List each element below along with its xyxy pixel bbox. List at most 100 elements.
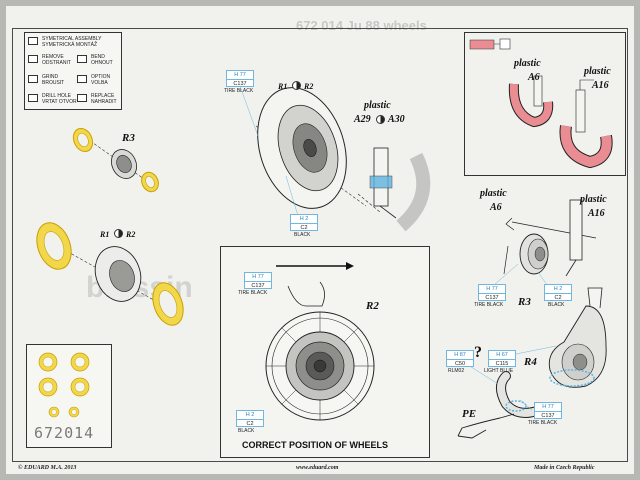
r4-tail-wheel [457,287,607,439]
color-name: TIRE BLACK [474,302,504,308]
replace-icon [77,94,87,102]
pink-parts-box [464,32,626,176]
legend-text: BEND [91,54,105,60]
remove-icon [28,55,38,63]
correct-position-caption: CORRECT POSITION OF WHEELS [242,440,389,450]
large-wheel-top [255,87,367,209]
color-name: RLM02 [448,368,465,374]
plastic-label: plastic [514,58,541,69]
plastic-label: plastic [480,188,507,199]
grind-icon [28,75,38,83]
option-icon [77,75,87,83]
code-top: H 2 [553,286,563,292]
question-mark: ? [474,344,482,361]
code-top: H 2 [245,412,255,418]
sheet-number: 672014 [34,424,95,442]
symmetrical-icon [376,115,385,124]
legend-text: NAHRADIT [91,99,117,105]
part-label-r1: R1 [100,230,110,239]
code-bottom: C115 [489,359,515,368]
r1-r2-wheel-mid [36,222,184,326]
legend-text: GRIND [42,74,59,80]
part-label-a30: A30 [388,114,405,125]
part-label-r3: R3 [122,132,135,144]
plastic-label: plastic [364,100,391,111]
color-code-h87: H 87 C50 [446,350,474,367]
footer-website: www.eduard.com [296,465,339,471]
plastic-label: plastic [584,66,611,77]
code-top: H 77 [486,286,498,292]
legend-text: REPLACE [91,93,115,99]
code-top: H 77 [542,404,554,410]
color-name: TIRE BLACK [528,420,558,426]
legend-text: VRTAT OTVOR [42,99,77,105]
legend-grind: GRIND BROUSIT [42,74,64,86]
legend-box: SYMETRICAL ASSEMBLY SYMETRICKÁ MONTÁŽ RE… [24,32,122,110]
r3-wheel-left [72,127,159,193]
legend-text: ODSTRANIT [42,60,71,66]
part-label-r3: R3 [518,296,531,308]
code-bottom: C137 [227,79,253,88]
code-top: H 77 [234,72,246,78]
code-bottom: C137 [535,411,561,420]
color-name: TIRE BLACK [224,88,254,94]
legend-remove: REMOVE ODSTRANIT [42,54,71,66]
legend-text: SYMETRICKÁ MONTÁŽ [42,42,98,48]
part-label-a16: A16 [588,208,605,219]
r3-wheel-right [503,199,597,277]
assembly-drawing [36,85,607,439]
drill-hole-icon [28,94,38,102]
part-label-pe: PE [462,408,477,420]
color-code-h2: H 2 C2 [236,410,264,427]
code-bottom: C137 [479,293,505,302]
code-bottom: C50 [447,359,473,368]
strut-a29 [357,147,397,219]
color-code-h77: H 77 C137 [244,272,272,289]
part-label-a6: A6 [490,202,502,213]
color-name: TIRE BLACK [238,290,268,296]
symmetrical-icon [28,37,38,45]
part-label-a6: A6 [528,72,540,83]
legend-text: OHNOUT [91,60,113,66]
part-label-r4: R4 [524,356,537,368]
bend-icon [77,55,87,63]
plastic-label: plastic [580,194,607,205]
color-name: BLACK [238,428,255,434]
code-top: H 2 [299,216,309,222]
legend-text: OPTION [91,74,111,80]
symmetrical-icon [292,81,301,90]
code-top: H 77 [252,274,264,280]
code-top: H 87 [454,352,466,358]
instruction-frame [12,28,628,462]
color-name: LIGHT BLUE [484,368,514,374]
legend-bend: BEND OHNOUT [91,54,113,66]
code-bottom: C137 [245,281,271,290]
color-code-h2: H 2 C2 [544,284,572,301]
legend-text: SYMETRICAL ASSEMBLY [42,36,102,42]
code-bottom: C2 [237,419,263,428]
part-label-a29: A29 [354,114,371,125]
color-name: BLACK [548,302,565,308]
color-code-h77: H 77 C137 [226,70,254,87]
part-label-r2: R2 [304,82,314,91]
legend-text: REMOVE [42,54,64,60]
color-code-h77: H 77 C137 [478,284,506,301]
code-bottom: C2 [291,223,317,232]
legend-drill: DRILL HOLE VRTAT OTVOR [42,93,77,105]
legend-option: OPTION VOLBA [91,74,110,86]
ghost-shape [396,152,431,232]
bleed-through-text: 672 014 Ju 88 wheels [296,18,427,33]
legend-text: VOLBA [91,80,108,86]
legend-text: BROUSIT [42,80,65,86]
code-bottom: C2 [545,293,571,302]
legend-symmetrical: SYMETRICAL ASSEMBLY SYMETRICKÁ MONTÁŽ [42,36,101,48]
color-name: BLACK [294,232,311,238]
code-top: H 67 [496,352,508,358]
part-label-a16: A16 [592,80,609,91]
part-label-r1: R1 [278,82,288,91]
color-code-h2: H 2 C2 [290,214,318,231]
part-label-r2: R2 [126,230,136,239]
footer-made-in: Made in Czech Republic [534,465,595,471]
footer-copyright: © EDUARD M.A. 2013 [18,465,77,471]
color-code-h77: H 77 C137 [534,402,562,419]
